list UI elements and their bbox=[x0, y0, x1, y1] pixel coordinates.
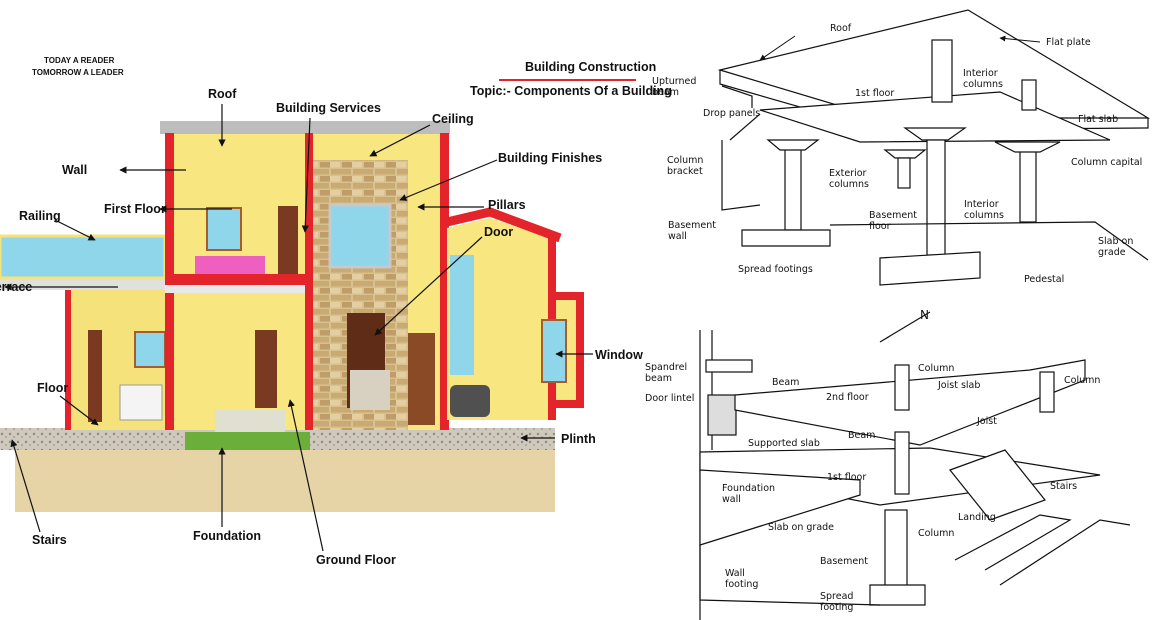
label-stairs: Stairs bbox=[32, 533, 67, 547]
frame-label-column-a: Column bbox=[918, 363, 955, 374]
slab-label-spread-footings: Spread footings bbox=[738, 264, 813, 275]
slab-label-roof: Roof bbox=[830, 23, 852, 34]
ground-soil bbox=[15, 450, 555, 512]
frame-label-spandrel-beam: Spandrel beam bbox=[645, 362, 688, 384]
label-floor: Floor bbox=[37, 381, 69, 395]
label-first-floor: First Floor bbox=[104, 202, 166, 216]
label-building-finishes: Building Finishes bbox=[498, 151, 603, 165]
right-wing-window bbox=[541, 319, 567, 383]
right-wing-glass bbox=[450, 255, 474, 375]
slab-label-first-floor: 1st floor bbox=[855, 88, 895, 99]
slab-label-flat-slab: Flat slab bbox=[1078, 114, 1119, 125]
frame-label-joist: Joist bbox=[977, 416, 997, 427]
right-door bbox=[408, 333, 435, 425]
slab-label-basement-floor: Basement floor bbox=[869, 210, 917, 232]
label-roof: Roof bbox=[208, 87, 237, 101]
label-building-services: Building Services bbox=[276, 101, 381, 115]
label-wall: Wall bbox=[62, 163, 88, 177]
slab-label-flat-plate: Flat plate bbox=[1046, 37, 1091, 48]
upper-door bbox=[278, 206, 298, 274]
frame-label-spread-footing: Spread footing bbox=[820, 591, 854, 613]
slab-label-upturned-beam: Upturned beam bbox=[652, 76, 697, 98]
topic-line: Topic:- Components Of a Building bbox=[470, 84, 672, 98]
frame-label-stairs: Stairs bbox=[1050, 481, 1078, 492]
frame-label-first-floor: 1st floor bbox=[827, 472, 867, 483]
frame-label-joist-slab: Joist slab bbox=[938, 380, 981, 391]
stairs-steps bbox=[215, 410, 285, 432]
label-door: Door bbox=[484, 225, 514, 239]
slab-label-interior-columns-top: Interior columns bbox=[963, 68, 1003, 90]
frame-label-column-low: Column bbox=[918, 528, 955, 539]
frame-label-north: N bbox=[920, 308, 929, 322]
motto-line-1: TODAY A READER bbox=[44, 56, 115, 65]
frame-label-door-lintel: Door lintel bbox=[645, 393, 695, 404]
frame-label-beam-top: Beam bbox=[772, 377, 800, 388]
first-floor-window bbox=[206, 207, 242, 251]
frame-label-landing: Landing bbox=[958, 512, 996, 523]
slab-label-basement-wall: Basement wall bbox=[668, 220, 716, 242]
slab-label-column-capital: Column capital bbox=[1071, 157, 1143, 168]
sofa bbox=[450, 385, 490, 417]
label-foundation: Foundation bbox=[193, 529, 262, 543]
frame-label-column-right: Column bbox=[1064, 375, 1101, 386]
slab-label-exterior-columns: Exterior columns bbox=[829, 168, 869, 190]
flat-slab-diagram bbox=[717, 9, 1151, 286]
frame-label-basement: Basement bbox=[820, 556, 868, 567]
lawn bbox=[185, 432, 310, 450]
roof-slab bbox=[160, 121, 450, 134]
label-railing: Railing bbox=[19, 209, 61, 223]
frame-diagram bbox=[699, 311, 1131, 620]
frame-label-wall-footing: Wall footing bbox=[725, 568, 759, 590]
pink-bed bbox=[195, 256, 265, 274]
frame-label-beam-mid: Beam bbox=[848, 430, 876, 441]
ground-door bbox=[255, 330, 277, 408]
motto-line-2: TOMORROW A LEADER bbox=[32, 68, 124, 77]
left-window bbox=[134, 331, 166, 368]
slab-label-drop-panels: Drop panels bbox=[703, 108, 761, 119]
label-ground-floor: Ground Floor bbox=[316, 553, 396, 567]
upper-window bbox=[328, 203, 392, 269]
slab-label-interior-columns-mid: Interior columns bbox=[964, 199, 1004, 221]
frame-label-second-floor: 2nd floor bbox=[826, 392, 869, 403]
label-terrace: Terrace bbox=[0, 280, 33, 294]
frame-label-supported-slab: Supported slab bbox=[748, 438, 820, 449]
slab-label-slab-on-grade: Slab on grade bbox=[1098, 236, 1134, 258]
frame-label-slab-on-grade: Slab on grade bbox=[768, 522, 835, 533]
slab-label-column-bracket: Column bracket bbox=[667, 155, 704, 177]
slab-label-pedestal: Pedestal bbox=[1024, 274, 1065, 285]
left-door bbox=[88, 330, 102, 422]
label-ceiling: Ceiling bbox=[432, 112, 474, 126]
house-illustration bbox=[0, 104, 593, 552]
frame-label-foundation-wall: Foundation wall bbox=[722, 483, 776, 505]
page-title: Building Construction bbox=[525, 60, 657, 74]
label-plinth: Plinth bbox=[561, 432, 596, 446]
dining-set bbox=[350, 370, 390, 410]
right-wing bbox=[447, 218, 556, 420]
railing-glass bbox=[0, 234, 167, 280]
label-window: Window bbox=[595, 348, 643, 362]
armchair bbox=[119, 384, 163, 421]
label-pillars: Pillars bbox=[488, 198, 526, 212]
first-floor-slab bbox=[165, 274, 310, 285]
